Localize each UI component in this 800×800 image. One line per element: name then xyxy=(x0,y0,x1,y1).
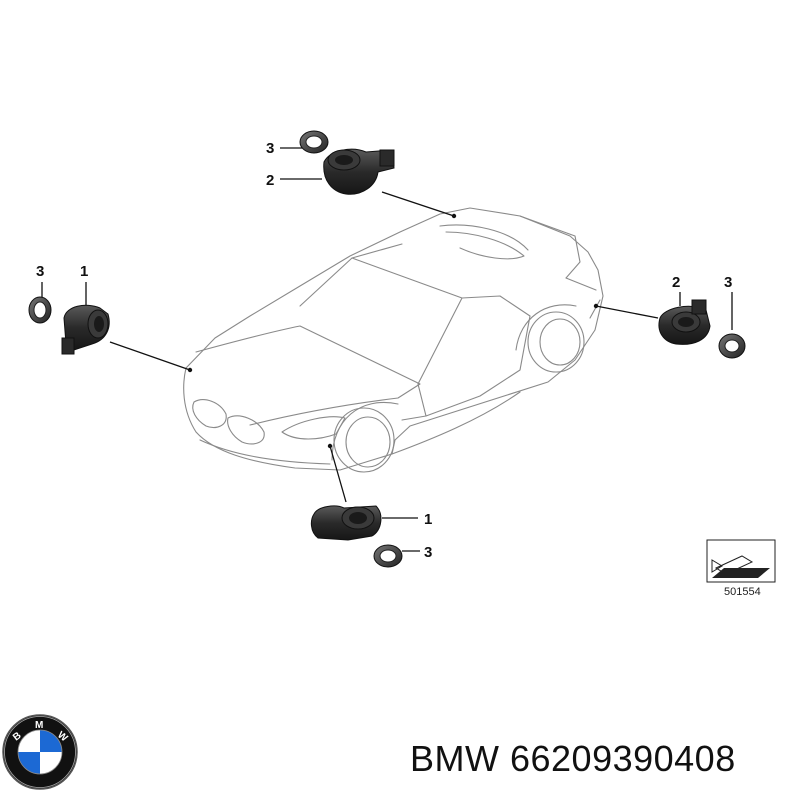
anchor-right xyxy=(593,303,599,309)
callout-top-sensor: 2 xyxy=(266,172,274,189)
bmw-logo-letter-m: M xyxy=(35,720,43,731)
leader-left-sensor-to-car xyxy=(109,341,191,371)
anchor-bottom xyxy=(327,443,333,449)
callout-right-ring: 3 xyxy=(724,274,732,291)
grommet-ring-left xyxy=(28,296,52,324)
car-outline xyxy=(183,207,604,473)
leader-top-sensor-to-car xyxy=(381,191,455,217)
grommet-ring-right xyxy=(718,333,746,359)
grommet-ring-top xyxy=(299,130,329,154)
callout-left-sensor: 1 xyxy=(80,263,88,280)
leader-bottom-sensor-to-car xyxy=(329,445,347,503)
callout-bottom-sensor: 1 xyxy=(424,511,432,528)
parking-sensor-left xyxy=(61,304,110,355)
grommet-ring-bottom xyxy=(373,544,403,568)
diagram-id: 501554 xyxy=(724,586,761,598)
callout-right-sensor: 2 xyxy=(672,274,680,291)
diagram-reference-box xyxy=(706,539,776,583)
parking-sensor-top xyxy=(323,148,395,195)
anchor-left xyxy=(187,367,193,373)
bmw-logo: B M W xyxy=(2,714,78,790)
anchor-top xyxy=(451,213,457,219)
callout-left-ring: 3 xyxy=(36,263,44,280)
parking-sensor-bottom xyxy=(310,505,382,541)
part-number-caption: BMW 66209390408 xyxy=(410,738,736,779)
parking-sensor-right xyxy=(658,299,711,345)
leader-right-sensor-to-car xyxy=(595,305,659,319)
callout-bottom-ring: 3 xyxy=(424,544,432,561)
callout-top-ring: 3 xyxy=(266,140,274,157)
